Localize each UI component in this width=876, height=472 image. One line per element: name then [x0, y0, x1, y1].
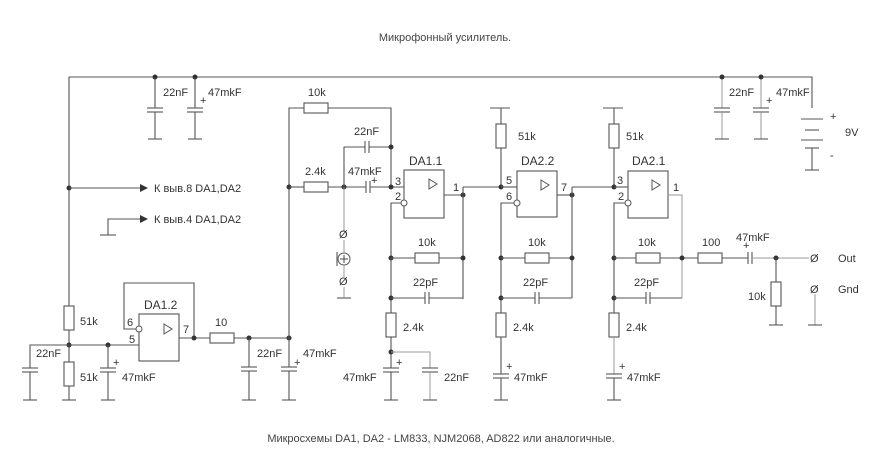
stage-da1-1: [383, 169, 501, 401]
da2-2-c-fb-label: 22pF: [523, 277, 548, 289]
diagram-footer: Микросхемы DA1, DA2 - LM833, NJM2068, AD…: [267, 433, 614, 445]
input-cap-47u-label: 47mkF: [348, 166, 382, 178]
battery-plus: +: [830, 111, 836, 123]
stage-da2-2: [490, 107, 614, 401]
da1-1-c-gnd-plus: +: [396, 357, 402, 369]
da2-2-c-gnd-label: 47mkF: [514, 372, 548, 384]
da2-2-pin-minus: 6: [506, 191, 512, 203]
output-network: [697, 252, 822, 326]
mic-terminal-top: Ø: [339, 229, 348, 241]
out-r-series-label: 100: [702, 237, 720, 249]
da2-1-r-gnd-label: 2.4k: [626, 322, 647, 334]
bias-r-series-label: 10: [215, 317, 227, 329]
cap-22n-right-label: 22nF: [729, 87, 754, 99]
cap-plus-sign: +: [200, 95, 206, 107]
da2-1-c-gnd-label: 47mkF: [627, 372, 661, 384]
da2-2-c-gnd-plus: +: [506, 361, 512, 373]
da2-1-r-bias-label: 51k: [626, 131, 644, 143]
da1-1-r-fb-label: 10k: [418, 237, 436, 249]
da1-1-c-gnd-label: 47mkF: [343, 372, 377, 384]
pin4-arrow: [100, 215, 148, 236]
da2-1-pin-out: 1: [673, 182, 679, 194]
bias-cap-out-plus: +: [294, 357, 300, 369]
opamp-da2-1-label: DA2.1: [632, 154, 666, 168]
da2-1-pin-plus: 3: [617, 175, 623, 187]
bias-cap-22n-out-label: 22nF: [257, 348, 282, 360]
diagram-title: Микрофонный усилитель.: [379, 32, 511, 44]
bias-r-top-label: 51k: [80, 316, 98, 328]
out-cap-plus: +: [743, 240, 749, 252]
gnd-label: Gnd: [838, 284, 859, 296]
da1-2-pin5: 5: [129, 334, 135, 346]
out-terminal: Ø: [810, 253, 819, 265]
bias-cap-47u-label: 47mkF: [122, 372, 156, 384]
pin4-note: К выв.4 DA1,DA2: [154, 214, 241, 226]
cap-47u-label: 47mkF: [208, 87, 242, 99]
stage-da2-1: [603, 107, 698, 401]
power-rail: [68, 74, 823, 323]
mic-terminal-bottom: Ø: [339, 276, 348, 288]
opamp-da2-2-label: DA2.2: [521, 154, 555, 168]
input-cap-22n-label: 22nF: [354, 126, 379, 138]
da1-2-pin7: 7: [183, 324, 189, 336]
out-r-load-label: 10k: [748, 291, 766, 303]
da1-1-c-fb-label: 22pF: [413, 277, 438, 289]
da2-1-c-gnd-plus: +: [619, 361, 625, 373]
bias-cap-22n-label: 22nF: [36, 348, 61, 360]
da2-1-r-fb-label: 10k: [638, 237, 656, 249]
da1-1-pin-out: 1: [453, 182, 459, 194]
bias-cap-47u-out-label: 47mkF: [303, 348, 337, 360]
bias-circuit: [22, 282, 297, 401]
cap-22n-label: 22nF: [163, 87, 188, 99]
da2-1-c-fb-label: 22pF: [634, 277, 659, 289]
bias-r-bottom-label: 51k: [80, 372, 98, 384]
input-network: Ø Ø: [286, 102, 404, 338]
opamp-da1-2-label: DA1.2: [144, 298, 178, 312]
da1-1-pin-plus: 3: [395, 176, 401, 188]
input-cap-plus: +: [371, 175, 377, 187]
da2-2-r-gnd-label: 2.4k: [513, 322, 534, 334]
pin8-arrow: [66, 184, 148, 192]
out-label: Out: [838, 253, 856, 265]
da2-1-pin-minus: 2: [618, 191, 624, 203]
da1-1-r-gnd-label: 2.4k: [403, 322, 424, 334]
battery-minus: -: [830, 150, 834, 162]
gnd-terminal: Ø: [810, 284, 819, 296]
bias-cap-plus: +: [113, 357, 119, 369]
da2-2-r-fb-label: 10k: [528, 237, 546, 249]
input-r-in-label: 2.4k: [305, 166, 326, 178]
da2-2-pin-plus: 5: [506, 175, 512, 187]
battery-voltage-label: 9V: [845, 127, 859, 139]
out-cap-label: 47mkF: [736, 232, 770, 244]
da2-2-r-bias-label: 51k: [518, 131, 536, 143]
input-r-feedback-label: 10k: [308, 87, 326, 99]
da1-1-c-gnd2-label: 22nF: [444, 372, 469, 384]
cap-plus-sign-right: +: [766, 95, 772, 107]
pin8-note: К выв.8 DA1,DA2: [154, 183, 241, 195]
da1-2-pin6: 6: [127, 317, 133, 329]
da2-2-pin-out: 7: [561, 182, 567, 194]
opamp-da1-1-label: DA1.1: [409, 154, 443, 168]
da1-1-pin-minus: 2: [395, 191, 401, 203]
cap-47u-right-label: 47mkF: [776, 87, 810, 99]
